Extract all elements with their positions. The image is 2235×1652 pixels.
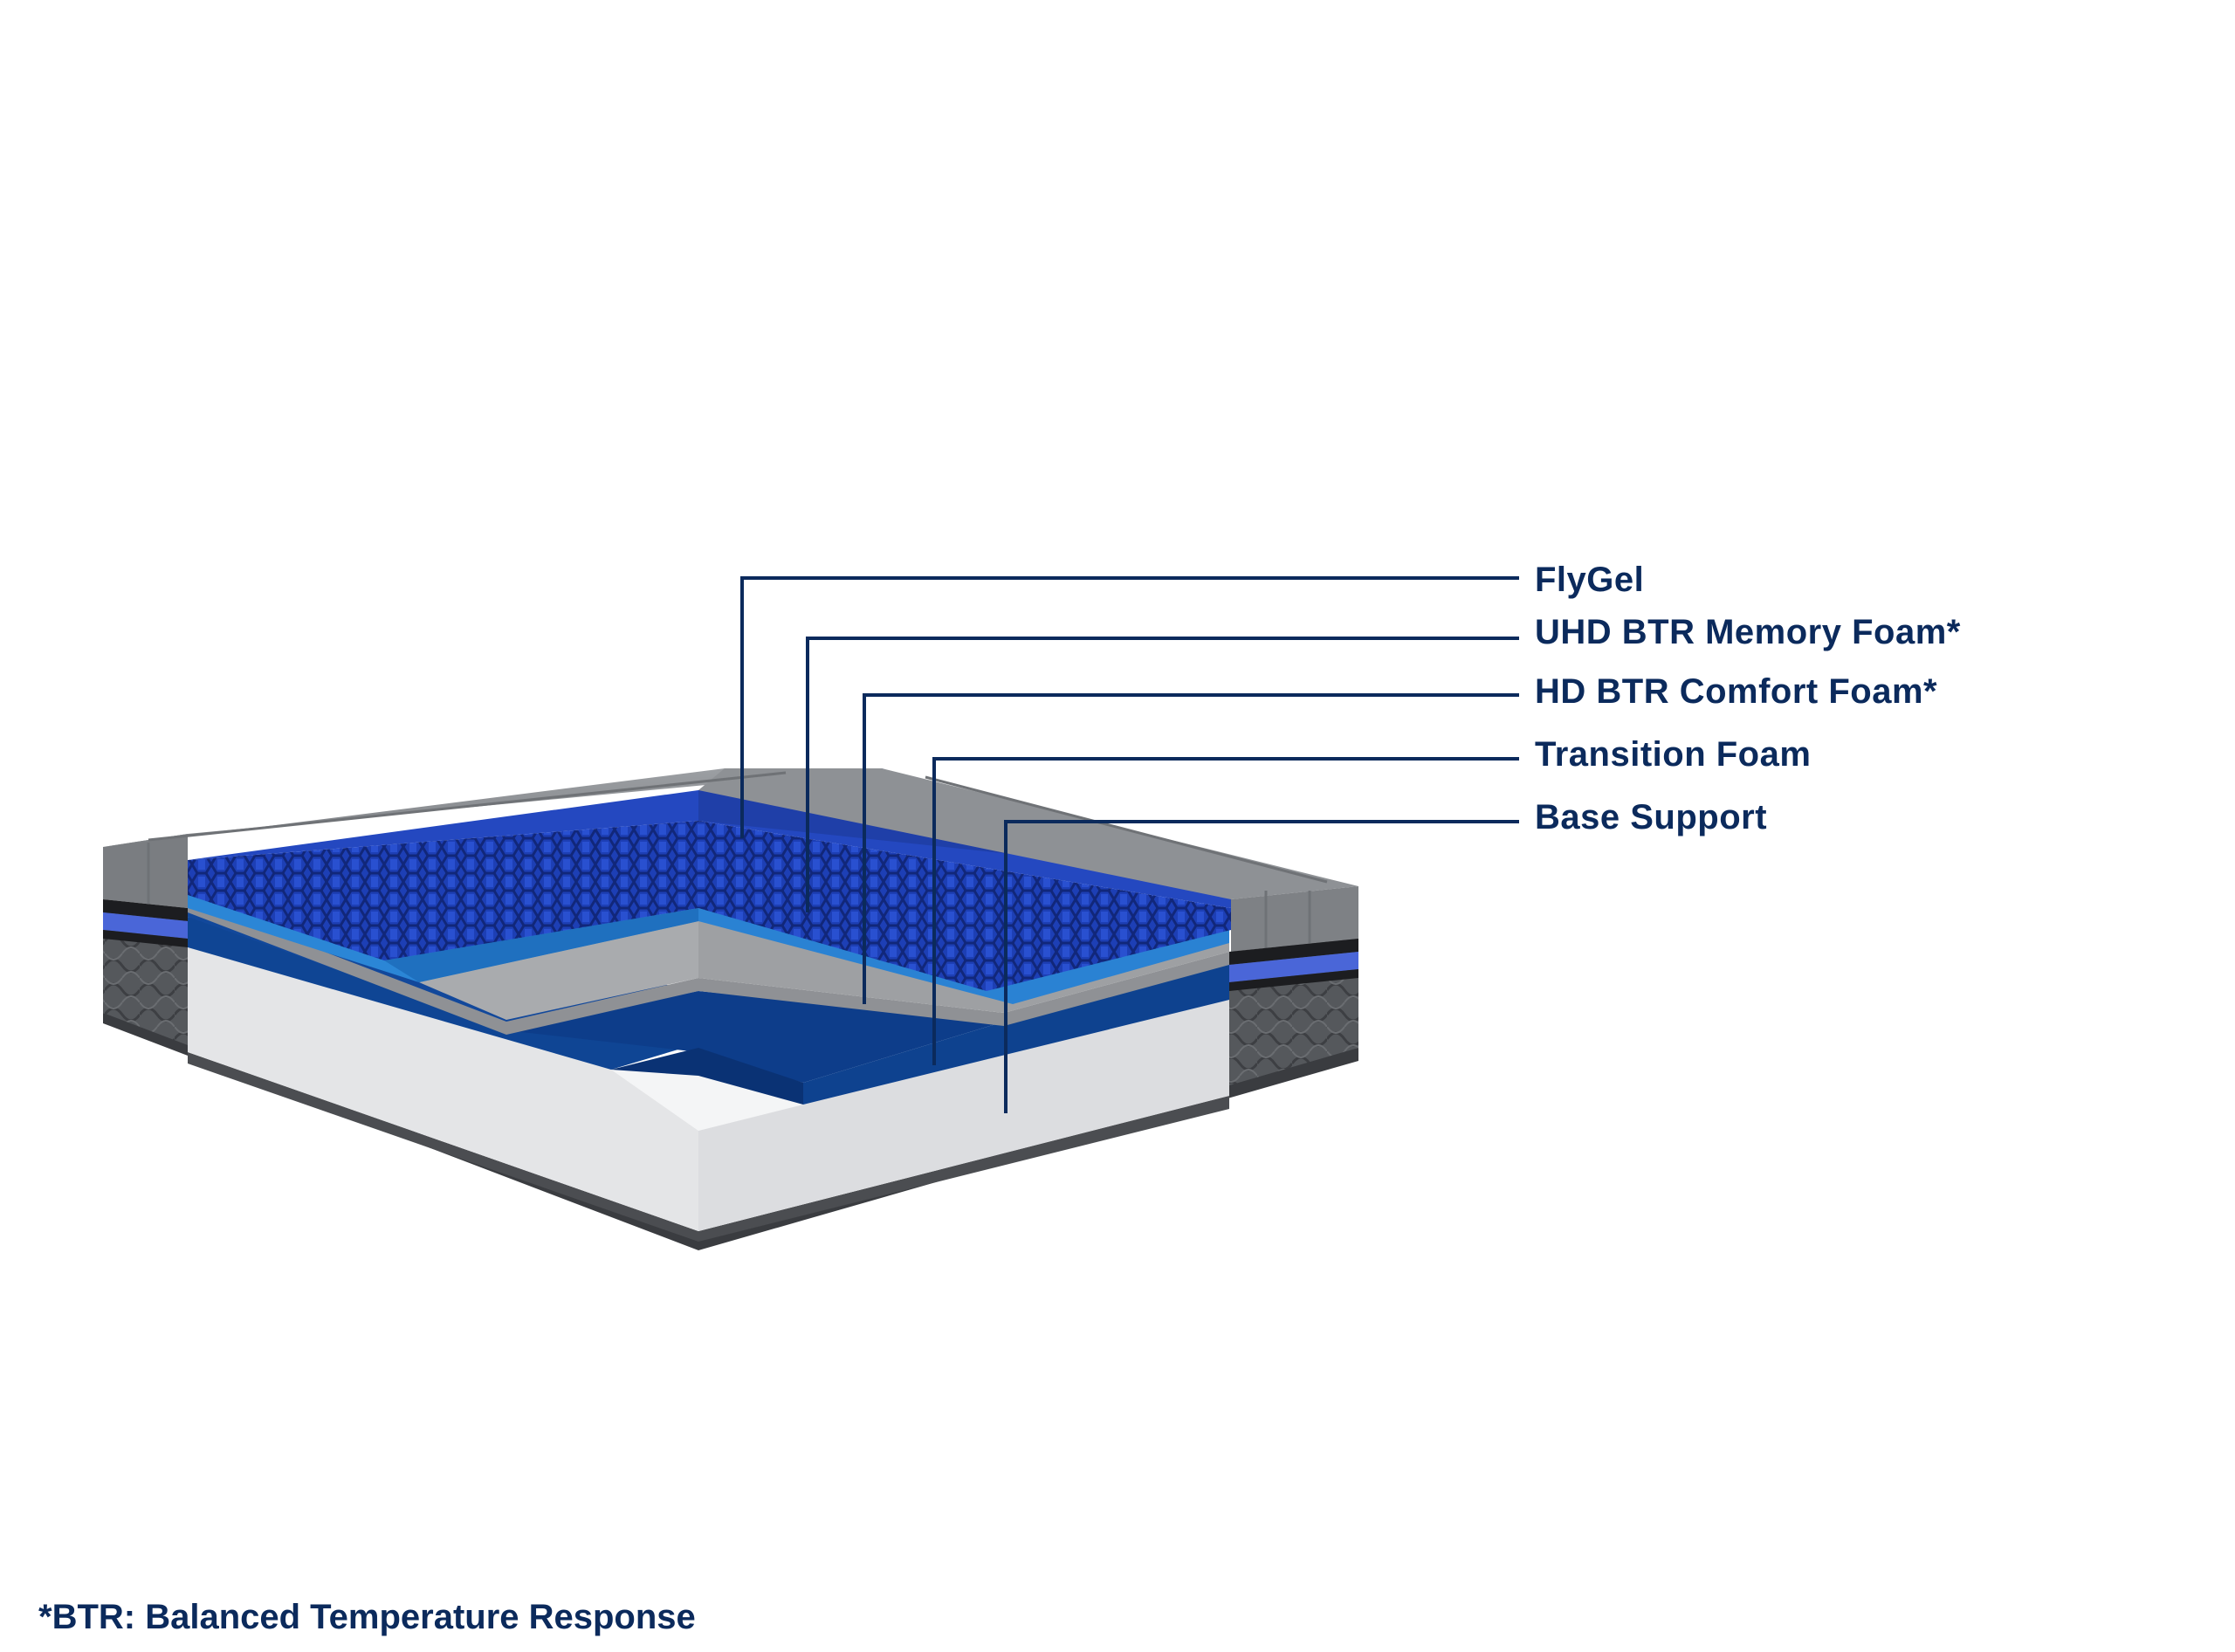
label-transition-foam: Transition Foam: [1535, 735, 1812, 774]
label-base-support: Base Support: [1535, 798, 1768, 836]
leader-line-memory-foam: [806, 637, 1519, 912]
leader-line-transition-foam: [932, 757, 1519, 1065]
side-accent-stripes: [103, 899, 1358, 991]
label-uhd-memory-foam: UHD BTR Memory Foam*: [1535, 613, 1961, 651]
leader-line-comfort-foam: [863, 693, 1519, 1004]
leader-lines: [740, 576, 1519, 1113]
leader-line-flygel: [740, 576, 1519, 838]
leader-line-base-support: [1004, 820, 1519, 1113]
footnote: *BTR: Balanced Temperature Response: [38, 1598, 696, 1636]
base-support-layer: [188, 947, 1229, 1231]
label-flygel: FlyGel: [1535, 561, 1645, 599]
label-hd-comfort-foam: HD BTR Comfort Foam*: [1535, 672, 1938, 711]
